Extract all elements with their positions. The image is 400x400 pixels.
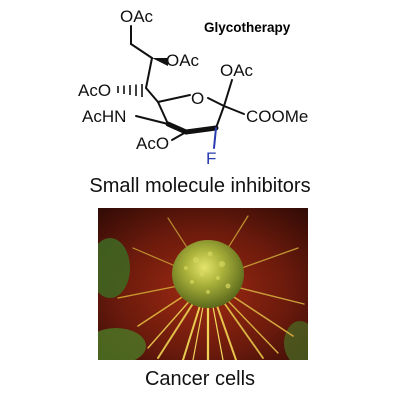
green-cell-cluster-right (284, 321, 308, 360)
bond-ring-c6-o (157, 94, 191, 103)
bond-c5-n (135, 115, 169, 125)
label-aco-left: AcO (78, 81, 111, 100)
hashed-bond-c7-aco (117, 84, 143, 97)
bond-c4-o (171, 131, 187, 141)
label-ring-oxygen: O (191, 89, 204, 108)
fluoro-sialic-acid-structure: OAc OAc OAc AcO AcHN O COOMe AcO F (78, 7, 308, 168)
caption-cancer-cells: Cancer cells (144, 368, 256, 390)
label-achn: AcHN (82, 107, 126, 126)
bond-c8-c7 (145, 57, 153, 89)
bond-c3-f (213, 127, 217, 149)
bond-ring-c5-c4 (165, 121, 189, 135)
label-oac-anomeric: OAc (220, 61, 254, 80)
glycotherapy-title: Glycotherapy (204, 20, 291, 35)
bond-c2-oac (223, 79, 233, 107)
label-oac-side: OAc (166, 51, 200, 70)
label-aco-bottom: AcO (136, 134, 169, 153)
cell-body (172, 240, 244, 308)
label-fluorine: F (206, 149, 216, 168)
green-cell-cluster-bottom (98, 328, 146, 360)
bond-c2-coome (223, 105, 245, 115)
cancer-cell-image (98, 208, 308, 360)
bond-ring-c6-c5 (157, 101, 169, 125)
wedge-c8-oac (152, 58, 168, 66)
label-coome: COOMe (246, 107, 308, 126)
green-cell-cluster-left (98, 238, 130, 298)
bond-ring-c2-c3 (215, 105, 225, 129)
label-oac-top: OAc (120, 7, 154, 26)
bond-c7-c6 (145, 87, 159, 103)
bond-ring-c4-c3 (183, 125, 219, 135)
bond-ring-o-c2 (207, 97, 225, 107)
bond-ch2-c8 (130, 43, 153, 59)
cell-surface-texture (184, 251, 231, 294)
caption-small-molecule-inhibitors: Small molecule inhibitors (89, 175, 311, 197)
